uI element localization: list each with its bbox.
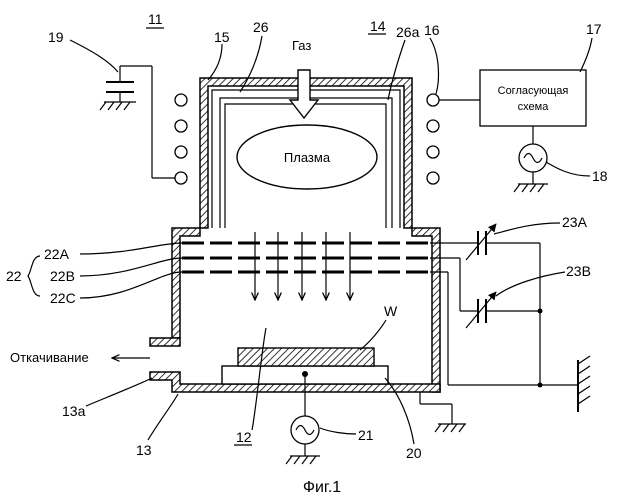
numeral-22a: 22A [44,246,70,262]
grid-group-bracket [28,256,40,296]
gas-inlet-arrow [290,70,318,118]
matching-circuit-label-2: схема [518,101,550,113]
variable-capacitor-a [430,224,540,260]
numeral-15: 15 [214,29,230,45]
capacitor [100,66,175,178]
coil-right [427,94,439,184]
numeral-23a: 23A [562,214,588,230]
gas-label: Газ [292,38,311,53]
numeral-20: 20 [406,445,422,461]
numeral-13: 13 [136,442,152,458]
numeral-12: 12 [236,429,252,445]
numeral-18: 18 [592,168,608,184]
rf-source-upper [514,126,548,192]
chamber-ground [420,392,466,432]
numeral-23b: 23B [566,263,591,279]
numeral-21: 21 [358,427,374,443]
numeral-19: 19 [48,29,64,45]
numeral-26a: 26a [396,24,420,40]
numeral-13a: 13a [62,403,86,419]
matching-circuit-label-1: Согласующая [498,85,569,97]
figure-caption: Фиг.1 [303,479,341,496]
matching-circuit [439,70,586,126]
numeral-22: 22 [6,268,22,284]
wafer [238,348,374,366]
numeral-14: 14 [370,18,386,34]
numeral-26: 26 [253,19,269,35]
exhaust-label: Откачивание [10,350,89,365]
numeral-11: 11 [148,11,163,27]
grid-electrodes [182,243,430,272]
coil-left [175,94,187,184]
numeral-16: 16 [424,22,440,38]
numeral-22b: 22B [50,268,75,284]
variable-capacitor-b [430,258,543,328]
numeral-17: 17 [586,21,602,37]
numeral-22c: 22C [50,290,76,306]
rf-source-lower [286,416,320,464]
label-wafer: W [384,303,398,319]
plasma-label: Плазма [284,150,331,165]
